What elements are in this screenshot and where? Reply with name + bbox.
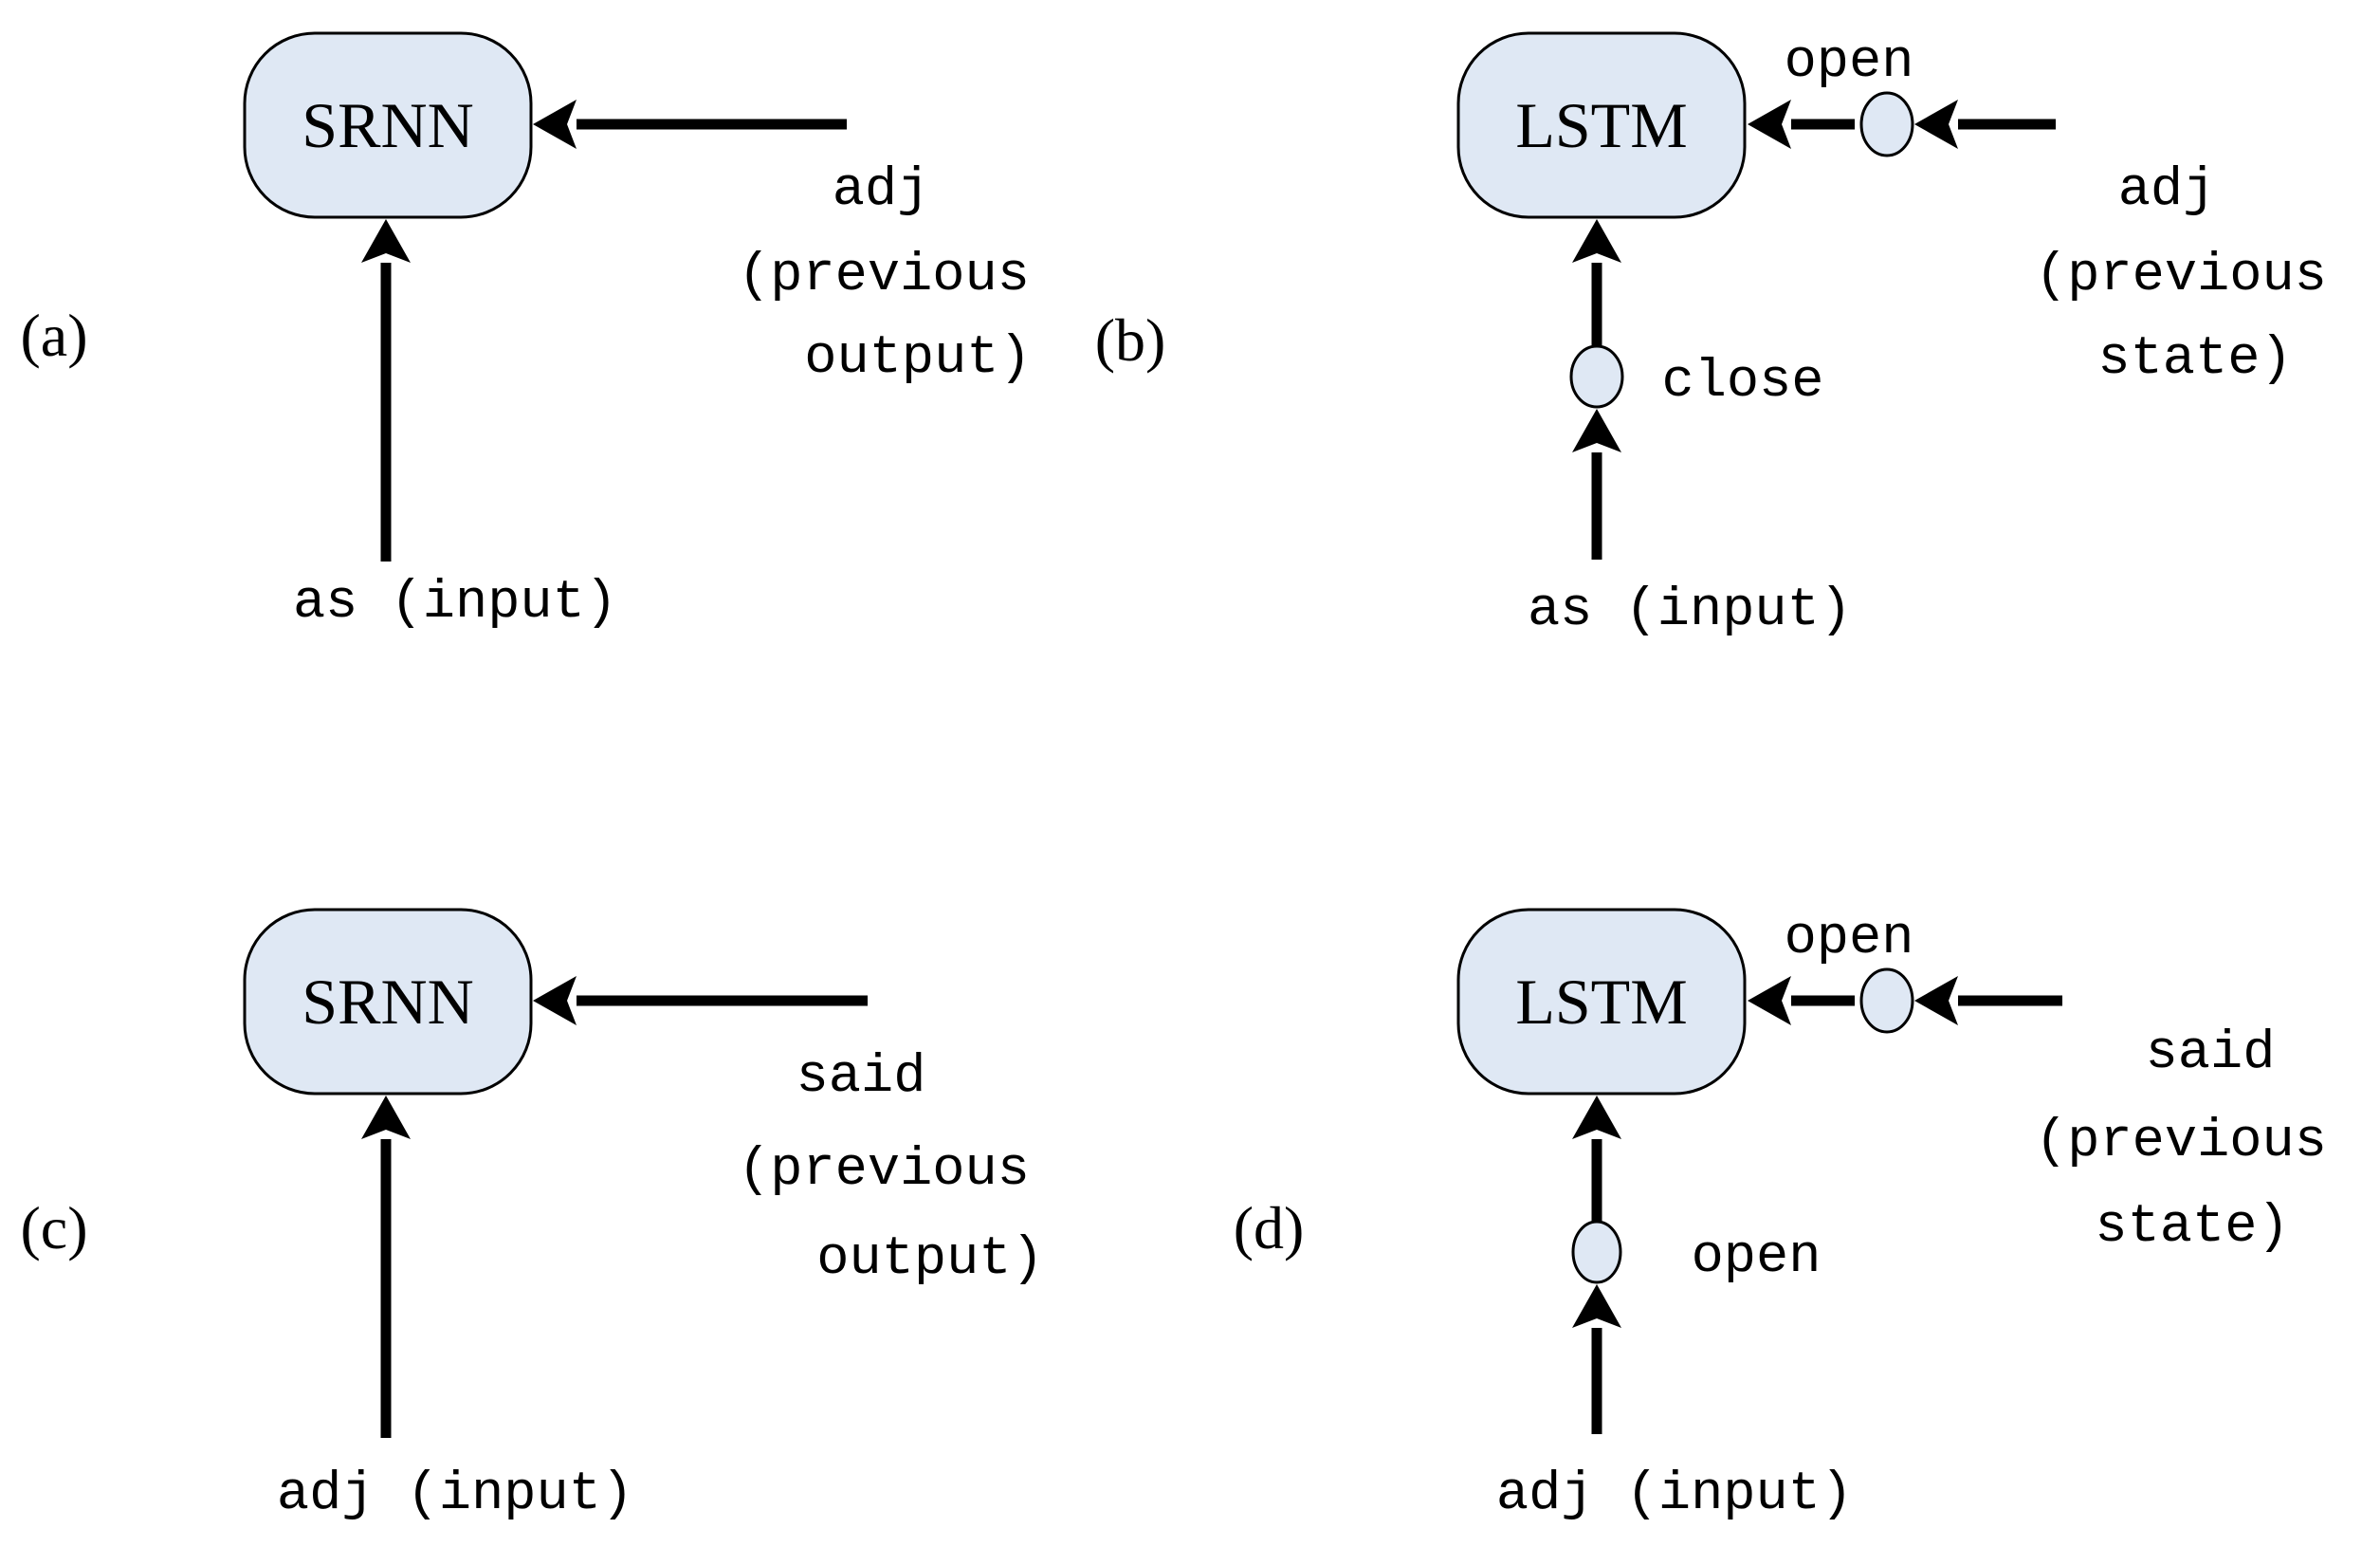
recurrent-label-a-line2: (previous xyxy=(738,246,1030,306)
input-arrowhead-c xyxy=(361,1096,411,1139)
input-gate-arrowhead-d xyxy=(1572,1284,1621,1328)
recurrent-arrowhead-b xyxy=(1748,100,1791,149)
lstm-node-b-label: LSTM xyxy=(1515,89,1687,161)
recurrent-gate-label-d: open xyxy=(1785,909,1914,969)
recurrent-label-c-line3: output) xyxy=(816,1229,1043,1290)
input-arrowhead-b xyxy=(1572,219,1621,263)
recurrent-label-c-line1: said xyxy=(796,1047,926,1108)
panel-c: (c) SRNN said (previous output) adj (inp… xyxy=(20,908,1044,1525)
panel-a-tag: (a) xyxy=(20,302,87,369)
recurrent-arrowhead-c xyxy=(533,976,577,1025)
lstm-node-d xyxy=(1456,908,1747,1096)
panel-b-tag: (b) xyxy=(1095,306,1166,374)
recurrent-arrowhead-a xyxy=(533,100,577,149)
panel-c-tag: (c) xyxy=(20,1194,87,1262)
srnn-node-c xyxy=(243,908,533,1096)
recurrent-label-b-line1: adj xyxy=(2118,160,2216,221)
srnn-node-a xyxy=(243,31,533,219)
lstm-node-d-label: LSTM xyxy=(1515,966,1687,1038)
recurrent-gate-circle-d xyxy=(1859,967,1914,1034)
input-gate-label-b: close xyxy=(1661,352,1823,413)
input-gate-label-d: open xyxy=(1692,1227,1822,1288)
panel-d-tag: (d) xyxy=(1234,1194,1305,1262)
panel-b: (b) LSTM open adj (previous state) close… xyxy=(1095,31,2327,641)
input-label-c: adj (input) xyxy=(277,1464,633,1525)
srnn-node-a-label: SRNN xyxy=(302,89,473,161)
recurrent-label-b-line3: state) xyxy=(2097,329,2292,390)
recurrent-gate-arrowhead-b xyxy=(1914,100,1958,149)
recurrent-gate-circle-b xyxy=(1859,91,1914,157)
input-label-d: adj (input) xyxy=(1496,1464,1853,1525)
recurrent-label-c-line2: (previous xyxy=(738,1140,1030,1201)
input-gate-circle-d xyxy=(1571,1220,1622,1284)
input-gate-circle-b xyxy=(1569,344,1624,409)
recurrent-label-d-line3: state) xyxy=(2095,1197,2289,1258)
recurrent-label-a-line1: adj xyxy=(833,160,930,221)
recurrent-label-a-line3: output) xyxy=(804,328,1031,389)
input-arrowhead-a xyxy=(361,219,411,263)
lstm-node-b xyxy=(1456,31,1747,219)
panel-a: (a) SRNN adj (previous output) as (input… xyxy=(20,31,1032,634)
recurrent-arrowhead-d xyxy=(1748,976,1791,1025)
srnn-node-c-label: SRNN xyxy=(302,966,473,1038)
panel-d: (d) LSTM open said (previous state) open… xyxy=(1234,908,2327,1525)
input-label-a: as (input) xyxy=(293,573,617,634)
input-gate-arrowhead-b xyxy=(1572,409,1621,452)
recurrent-label-d-line2: (previous xyxy=(2035,1112,2327,1172)
input-label-b: as (input) xyxy=(1528,580,1852,641)
recurrent-label-d-line1: said xyxy=(2146,1023,2276,1084)
recurrent-gate-label-b: open xyxy=(1785,32,1914,93)
input-arrowhead-d xyxy=(1572,1096,1621,1139)
recurrent-label-b-line2: (previous xyxy=(2035,246,2327,306)
recurrent-gate-arrowhead-d xyxy=(1914,976,1958,1025)
